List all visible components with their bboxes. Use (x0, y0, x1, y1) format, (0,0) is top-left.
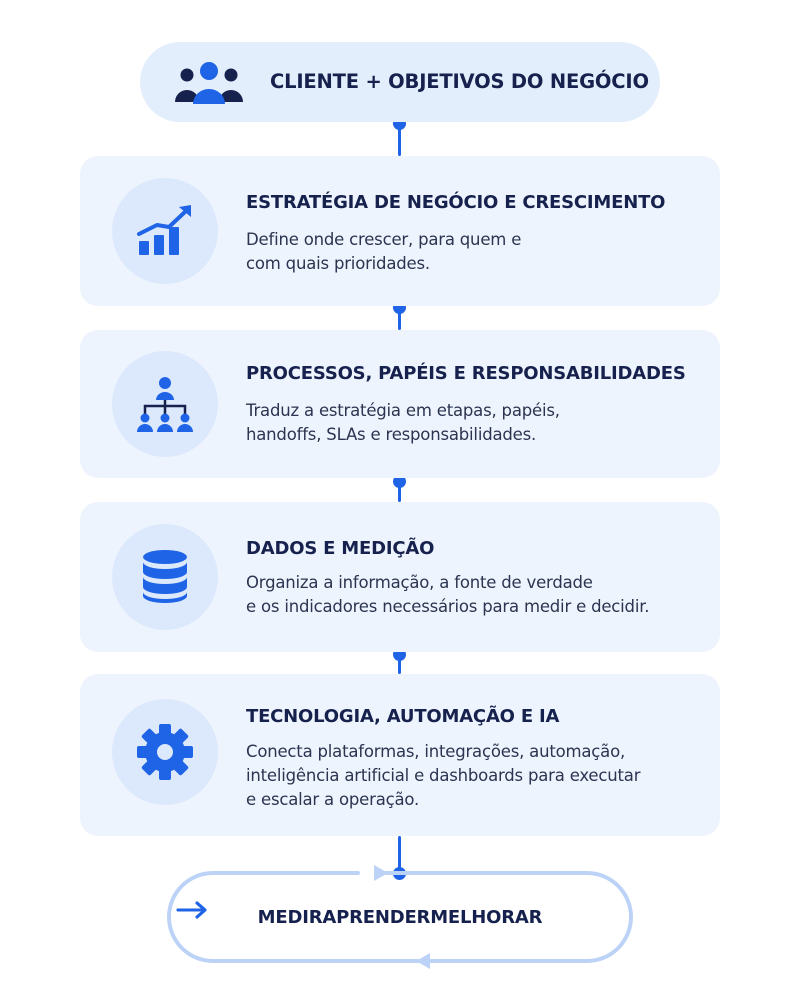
icon-circle (112, 351, 218, 457)
desc-line: Organiza a informação, a fonte de verdad… (246, 573, 593, 592)
desc-line: Define onde crescer, para quem e (246, 230, 522, 249)
header-title: CLIENTE + OBJETIVOS DO NEGÓCIO (270, 70, 649, 93)
step-title: DADOS E MEDIÇÃO (246, 538, 435, 559)
desc-line: inteligência artificial e dashboards par… (246, 766, 641, 785)
connector-line (398, 122, 401, 156)
desc-line: e os indicadores necessários para medir … (246, 597, 650, 616)
data-card: DADOS E MEDIÇÃO Organiza a informação, a… (80, 502, 720, 652)
desc-line: Traduz a estratégia em etapas, papéis, (246, 401, 560, 420)
desc-line: com quais prioridades. (246, 254, 430, 273)
gear-icon (137, 724, 193, 780)
growth-chart-icon (137, 205, 191, 255)
technology-card: TECNOLOGIA, AUTOMAÇÃO E IA Conecta plata… (80, 674, 720, 836)
step-description: Define onde crescer, para quem e com qua… (246, 228, 521, 276)
desc-line: e escalar a operação. (246, 790, 420, 809)
client-objectives-pill: CLIENTE + OBJETIVOS DO NEGÓCIO (140, 42, 660, 122)
step-title: ESTRATÉGIA DE NEGÓCIO E CRESCIMENTO (246, 192, 666, 213)
step-title: PROCESSOS, PAPÉIS E RESPONSABILIDADES (246, 363, 686, 384)
icon-circle (112, 699, 218, 805)
desc-line: Conecta plataformas, integrações, automa… (246, 742, 626, 761)
loop-outline (167, 865, 633, 969)
process-card: PROCESSOS, PAPÉIS E RESPONSABILIDADES Tr… (80, 330, 720, 478)
connector-line (398, 306, 401, 330)
step-description: Conecta plataformas, integrações, automa… (246, 740, 640, 812)
icon-circle (112, 524, 218, 630)
arrow-right-icon (176, 901, 207, 919)
loop-step-improve: MELHORAR (430, 906, 543, 928)
improvement-loop: MEDIR APRENDER MELHORAR (158, 862, 642, 972)
connector-line (398, 478, 401, 502)
strategy-card: ESTRATÉGIA DE NEGÓCIO E CRESCIMENTO Defi… (80, 156, 720, 306)
database-icon (143, 550, 187, 603)
connector-dot (393, 475, 406, 488)
connector-line (398, 836, 401, 874)
desc-line: handoffs, SLAs e responsabilidades. (246, 425, 537, 444)
step-description: Traduz a estratégia em etapas, papéis, h… (246, 399, 560, 447)
loop-steps: MEDIR APRENDER MELHORAR (158, 900, 642, 934)
loop-step-learn: APRENDER (322, 906, 431, 928)
users-group-icon (175, 62, 243, 104)
step-title: TECNOLOGIA, AUTOMAÇÃO E IA (246, 706, 560, 727)
org-chart-icon (137, 377, 193, 432)
step-description: Organiza a informação, a fonte de verdad… (246, 571, 650, 619)
icon-circle (112, 178, 218, 284)
connector-line (398, 652, 401, 674)
loop-step-measure: MEDIR (257, 906, 323, 928)
